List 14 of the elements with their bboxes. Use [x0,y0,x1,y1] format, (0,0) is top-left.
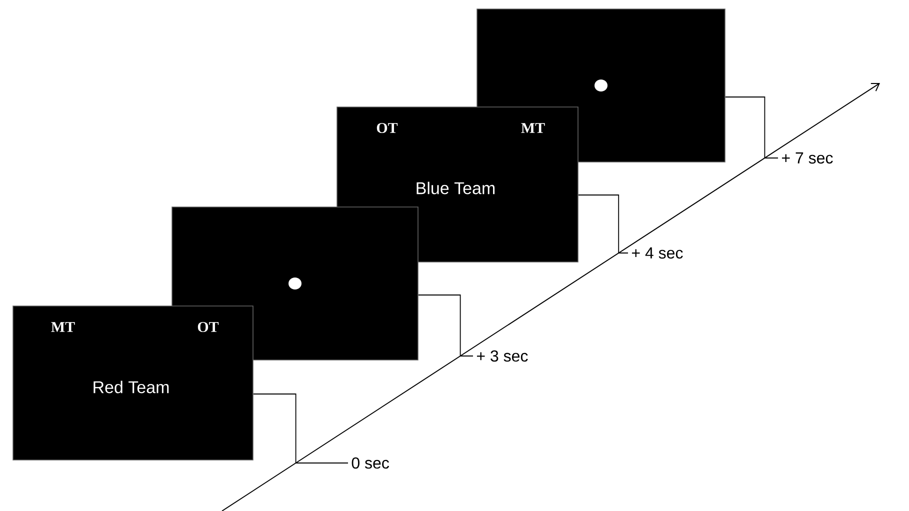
corner-label: OT [376,122,398,134]
connector-line [418,294,474,356]
team-label: Blue Team [416,182,495,194]
corner-label: MT [521,123,545,133]
connector-line [578,194,628,254]
connector-line [252,394,348,464]
corner-label: OT [198,322,219,332]
connector-line [724,96,778,158]
corner-label: MT [51,322,75,332]
time-label: 0 sec [352,457,389,469]
team-label: Red Team [94,380,169,394]
time-label: + 7 sec [782,152,833,164]
time-label: + 4 sec [632,247,683,259]
time-label: + 3 sec [477,350,528,362]
